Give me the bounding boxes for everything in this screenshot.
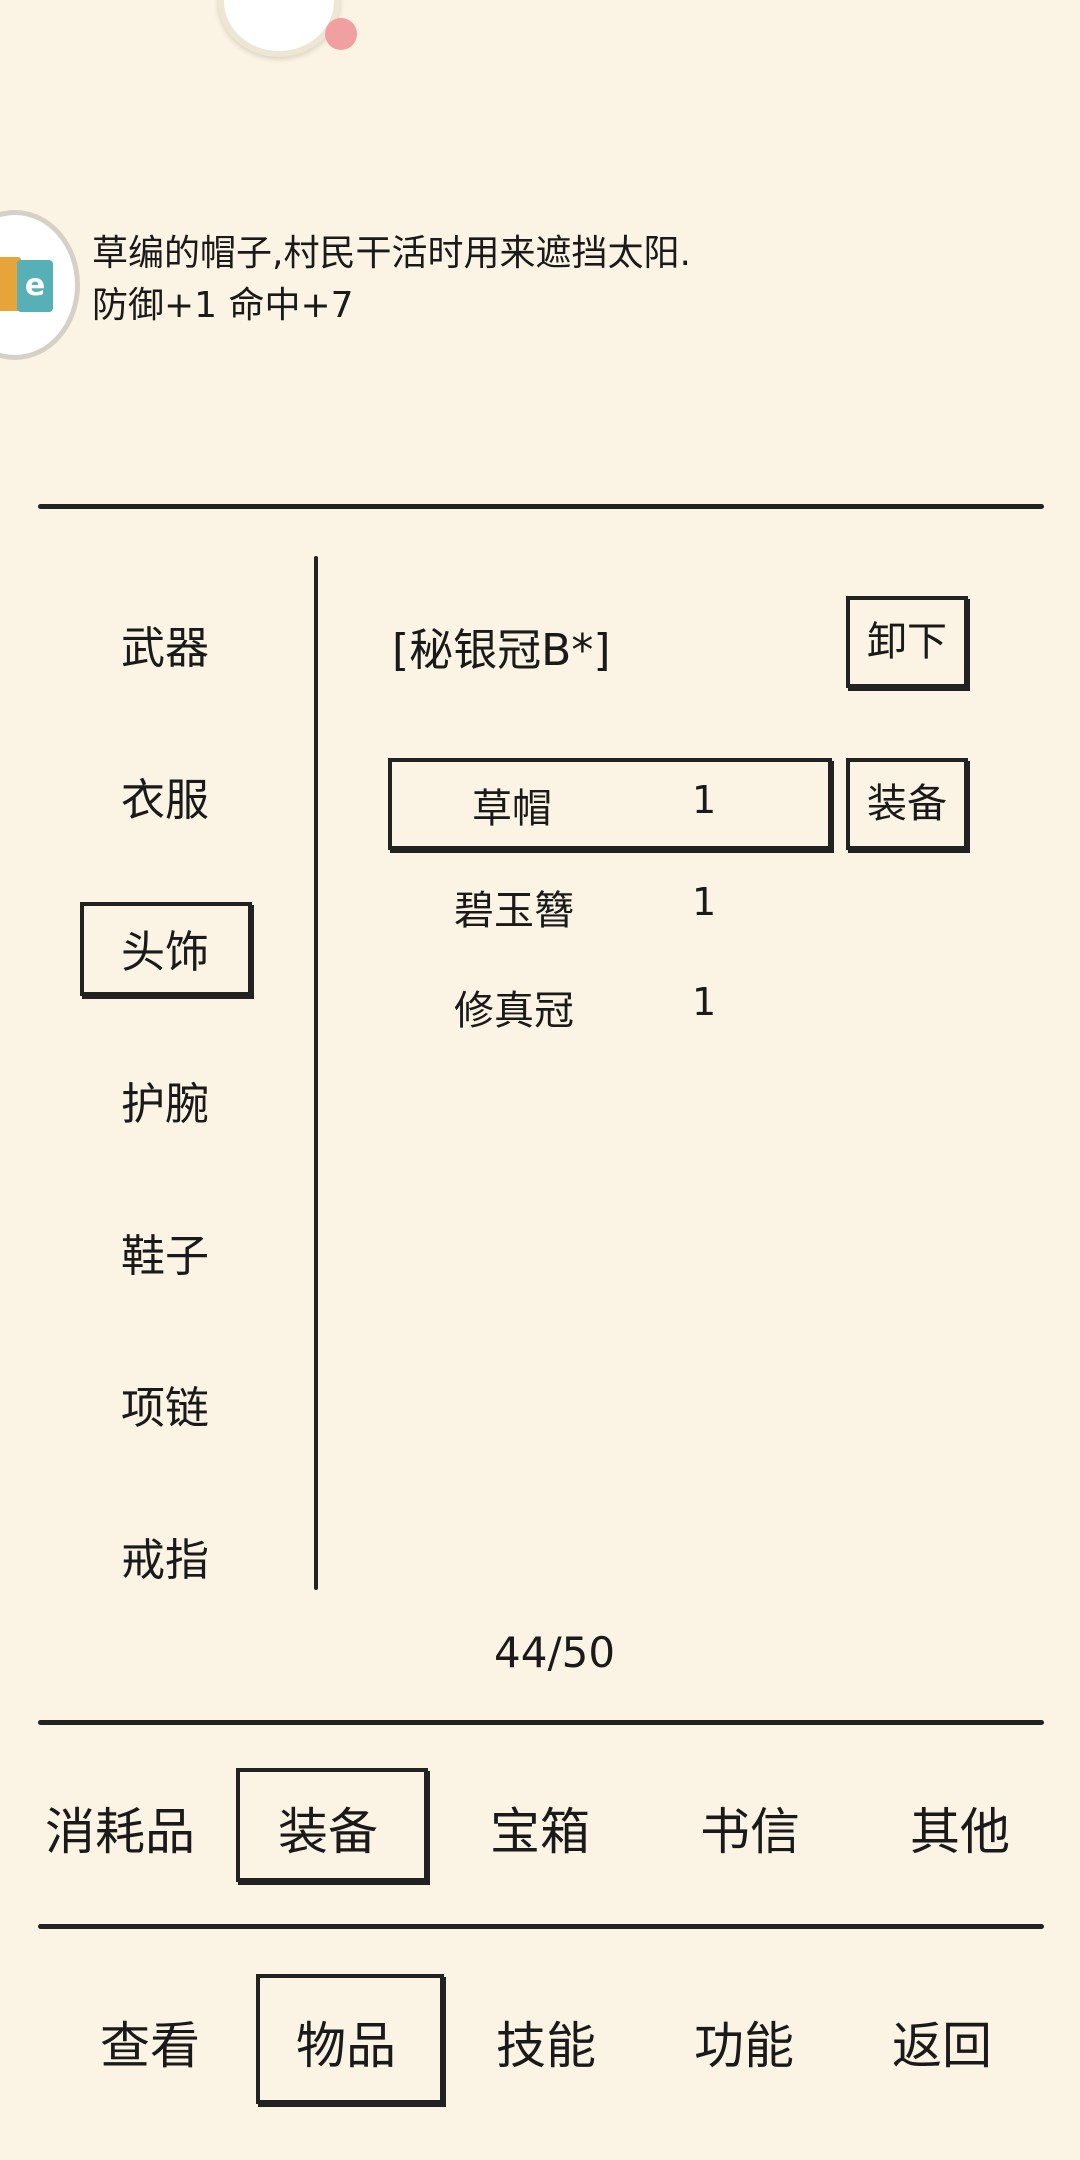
- main-tab-selected-frame: [256, 1974, 444, 2104]
- notification-dot: [325, 18, 357, 50]
- tab-others[interactable]: 其他: [910, 1803, 1010, 1861]
- item-name[interactable]: 碧玉簪: [454, 888, 574, 934]
- tab-letters[interactable]: 书信: [700, 1803, 800, 1861]
- category-bracer[interactable]: 护腕: [121, 1079, 209, 1130]
- app-badge-letter-icon: e: [17, 260, 53, 312]
- equip-button[interactable]: 装备: [846, 758, 968, 850]
- tab-functions[interactable]: 功能: [694, 2017, 794, 2075]
- tab-equipment[interactable]: 装备: [278, 1803, 378, 1861]
- unequip-button[interactable]: 卸下: [846, 596, 968, 688]
- tab-items[interactable]: 物品: [296, 2017, 396, 2075]
- divider-main-tabs: [38, 1924, 1044, 1929]
- tab-view[interactable]: 查看: [100, 2017, 200, 2075]
- item-name[interactable]: 草帽: [472, 786, 552, 832]
- tab-consumables[interactable]: 消耗品: [45, 1803, 195, 1861]
- item-count: 1: [692, 880, 717, 924]
- app-badge-icon: [0, 257, 21, 311]
- tab-treasure-chest[interactable]: 宝箱: [490, 1803, 590, 1861]
- equipped-item-name: [秘银冠B*]: [392, 625, 611, 676]
- tab-skills[interactable]: 技能: [496, 2017, 596, 2075]
- category-divider: [314, 556, 318, 1590]
- item-stats: 防御+1 命中+7: [92, 285, 354, 326]
- item-description: 草编的帽子,村民干活时用来遮挡太阳.: [92, 233, 691, 274]
- avatar-icon[interactable]: [218, 0, 340, 57]
- item-name[interactable]: 修真冠: [454, 988, 574, 1034]
- category-ring[interactable]: 戒指: [121, 1535, 209, 1586]
- item-tab-selected-frame: [236, 1768, 428, 1882]
- divider-top: [38, 504, 1044, 509]
- category-necklace[interactable]: 项链: [121, 1383, 209, 1434]
- item-count: 1: [692, 980, 717, 1024]
- divider-item-tabs: [38, 1720, 1044, 1725]
- category-clothes[interactable]: 衣服: [121, 775, 209, 826]
- inventory-capacity: 44/50: [494, 1628, 616, 1677]
- category-shoes[interactable]: 鞋子: [121, 1231, 209, 1282]
- category-selected-frame: [80, 902, 252, 996]
- item-row-selected-frame: [388, 758, 832, 850]
- item-count: 1: [692, 778, 717, 822]
- tab-back[interactable]: 返回: [892, 2017, 992, 2075]
- category-weapon[interactable]: 武器: [121, 623, 209, 674]
- floating-assistant-bubble[interactable]: e: [0, 210, 80, 360]
- category-headwear[interactable]: 头饰: [121, 927, 209, 978]
